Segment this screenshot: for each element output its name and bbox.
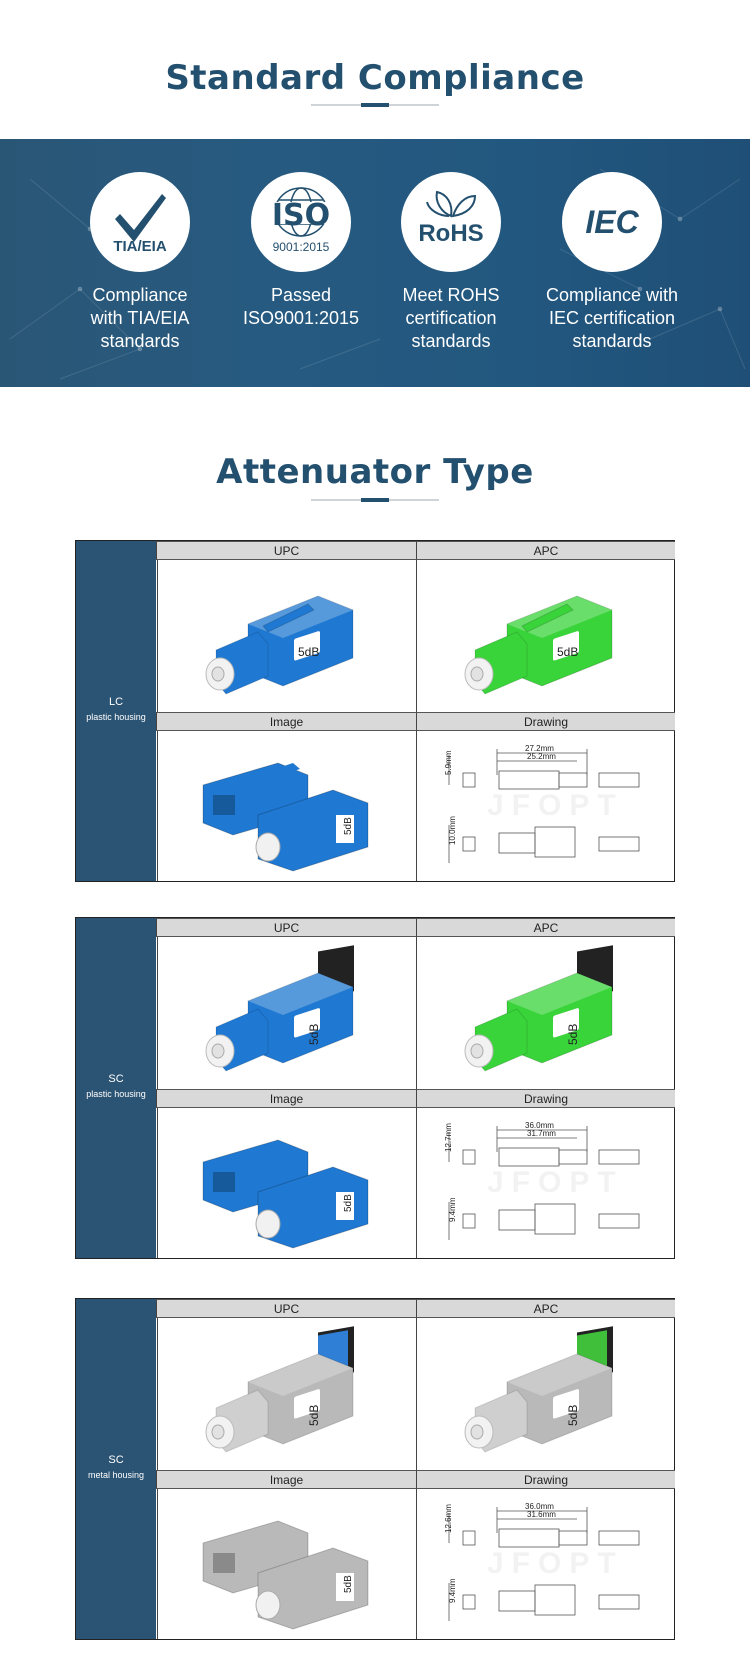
badge-caption: Passed ISO9001:2015 <box>221 284 381 330</box>
svg-text:5dB: 5dB <box>298 645 319 659</box>
apc-image: 5dB <box>416 1318 675 1470</box>
svg-text:5dB: 5dB <box>343 817 354 835</box>
housing-type: metal housing <box>87 1470 145 1480</box>
svg-text:5dB: 5dB <box>566 1024 580 1045</box>
svg-text:JFOPT: JFOPT <box>487 1547 624 1580</box>
badge-caption: Compliance with IEC certification standa… <box>532 284 692 353</box>
attenuator-table-sc-plastic: SC plastic housing UPC APC 5dB <box>75 917 675 1259</box>
caption-line: standards <box>572 331 652 351</box>
svg-text:5.9mm: 5.9mm <box>444 750 453 775</box>
svg-text:5dB: 5dB <box>566 1405 580 1426</box>
connector-type-panel: SC metal housing <box>76 1299 156 1639</box>
iec-logo: IEC <box>562 172 662 272</box>
leaf-icon <box>426 190 477 218</box>
svg-text:10.0mm: 10.0mm <box>448 816 457 845</box>
badge-caption: Meet ROHS certification standards <box>371 284 531 353</box>
svg-text:36.0mm: 36.0mm <box>525 1502 554 1511</box>
dimension-drawing: 36.0mm 31.6mm 12.6mm 9.4mm JFOPT <box>416 1489 675 1639</box>
header-upc: UPC <box>156 1299 416 1318</box>
svg-text:36.0mm: 36.0mm <box>525 1121 554 1130</box>
upc-image: 5dB <box>157 1318 416 1470</box>
checkmark-icon <box>115 194 166 242</box>
svg-text:5dB: 5dB <box>557 645 578 659</box>
badge-caption: Compliance with TIA/EIA standards <box>60 284 220 353</box>
tia-eia-logo: TIA/EIA <box>90 172 190 272</box>
header-drawing: Drawing <box>416 1089 675 1108</box>
attenuator-table-lc-plastic: LC plastic housing UPC APC 5dB <box>75 540 675 882</box>
product-image: 5dB <box>157 1489 416 1639</box>
title-divider <box>311 104 439 106</box>
svg-text:9.4mm: 9.4mm <box>448 1578 457 1603</box>
svg-text:9.4mm: 9.4mm <box>448 1197 457 1222</box>
iso-logo-text: ISO <box>271 198 331 233</box>
caption-line: IEC certification <box>548 308 676 328</box>
caption-line: certification <box>405 308 497 328</box>
caption-line: Compliance with <box>545 285 679 305</box>
header-apc: APC <box>416 918 675 937</box>
iso-logo-sub: 9001:2015 <box>272 240 330 254</box>
upc-image: 5dB <box>157 560 416 712</box>
caption-line: standards <box>100 331 180 351</box>
rohs-logo: RoHS <box>401 172 501 272</box>
header-apc: APC <box>416 541 675 560</box>
header-apc: APC <box>416 1299 675 1318</box>
globe-icon <box>267 187 335 237</box>
connector-type: SC <box>108 1073 124 1085</box>
attenuator-table-sc-metal: SC metal housing UPC APC 5dB <box>75 1298 675 1640</box>
caption-line: ISO9001:2015 <box>242 308 360 328</box>
apc-image: 5dB <box>416 560 675 712</box>
connector-type-panel: LC plastic housing <box>76 541 156 881</box>
header-image: Image <box>156 1089 416 1108</box>
connector-type: SC <box>108 1454 124 1466</box>
compliance-banner: TIA/EIA Compliance with TIA/EIA standard… <box>0 139 750 387</box>
housing-type: plastic housing <box>86 1089 146 1099</box>
badge-iec: IEC Compliance with IEC certification st… <box>532 172 692 353</box>
badge-rohs: RoHS Meet ROHS certification standards <box>371 172 531 353</box>
apc-image: 5dB <box>416 937 675 1089</box>
header-image: Image <box>156 712 416 731</box>
caption-line: with TIA/EIA <box>90 308 190 328</box>
dimension-drawing: 36.0mm 31.7mm 12.7mm 9.4mm JFOPT <box>416 1108 675 1258</box>
svg-text:JFOPT: JFOPT <box>487 789 624 822</box>
header-upc: UPC <box>156 541 416 560</box>
compliance-title: Standard Compliance <box>165 58 585 98</box>
svg-text:5dB: 5dB <box>307 1405 321 1426</box>
header-image: Image <box>156 1470 416 1489</box>
svg-text:12.6mm: 12.6mm <box>444 1504 453 1533</box>
svg-text:12.7mm: 12.7mm <box>444 1123 453 1152</box>
rohs-logo-text: RoHS <box>418 220 484 247</box>
caption-line: Passed <box>270 285 332 305</box>
svg-text:5dB: 5dB <box>307 1024 321 1045</box>
caption-line: standards <box>411 331 491 351</box>
iec-icon: IEC <box>585 204 639 240</box>
housing-type: plastic housing <box>86 712 146 722</box>
iso-logo: ISO 9001:2015 <box>251 172 351 272</box>
attenuator-title: Attenuator Type <box>216 452 534 492</box>
badge-tia-eia: TIA/EIA Compliance with TIA/EIA standard… <box>60 172 220 353</box>
header-upc: UPC <box>156 918 416 937</box>
product-image: 5dB <box>157 1108 416 1258</box>
svg-text:5dB: 5dB <box>343 1575 354 1593</box>
tia-eia-logo-text: TIA/EIA <box>113 238 167 255</box>
dimension-drawing: 27.2mm 25.2mm 5.9mm 10.0mm JFOPT <box>416 731 675 881</box>
title-divider <box>311 499 439 501</box>
svg-text:25.2mm: 25.2mm <box>527 752 556 761</box>
svg-text:5dB: 5dB <box>343 1194 354 1212</box>
caption-line: Compliance <box>92 285 188 305</box>
connector-type-panel: SC plastic housing <box>76 918 156 1258</box>
svg-text:31.6mm: 31.6mm <box>527 1510 556 1519</box>
upc-image: 5dB <box>157 937 416 1089</box>
svg-text:31.7mm: 31.7mm <box>527 1129 556 1138</box>
connector-type: LC <box>108 696 124 708</box>
header-drawing: Drawing <box>416 1470 675 1489</box>
svg-text:JFOPT: JFOPT <box>487 1166 624 1199</box>
product-image: 5dB <box>157 731 416 881</box>
svg-text:27.2mm: 27.2mm <box>525 744 554 753</box>
caption-line: Meet ROHS <box>402 285 500 305</box>
badge-iso: ISO 9001:2015 Passed ISO9001:2015 <box>221 172 381 330</box>
header-drawing: Drawing <box>416 712 675 731</box>
